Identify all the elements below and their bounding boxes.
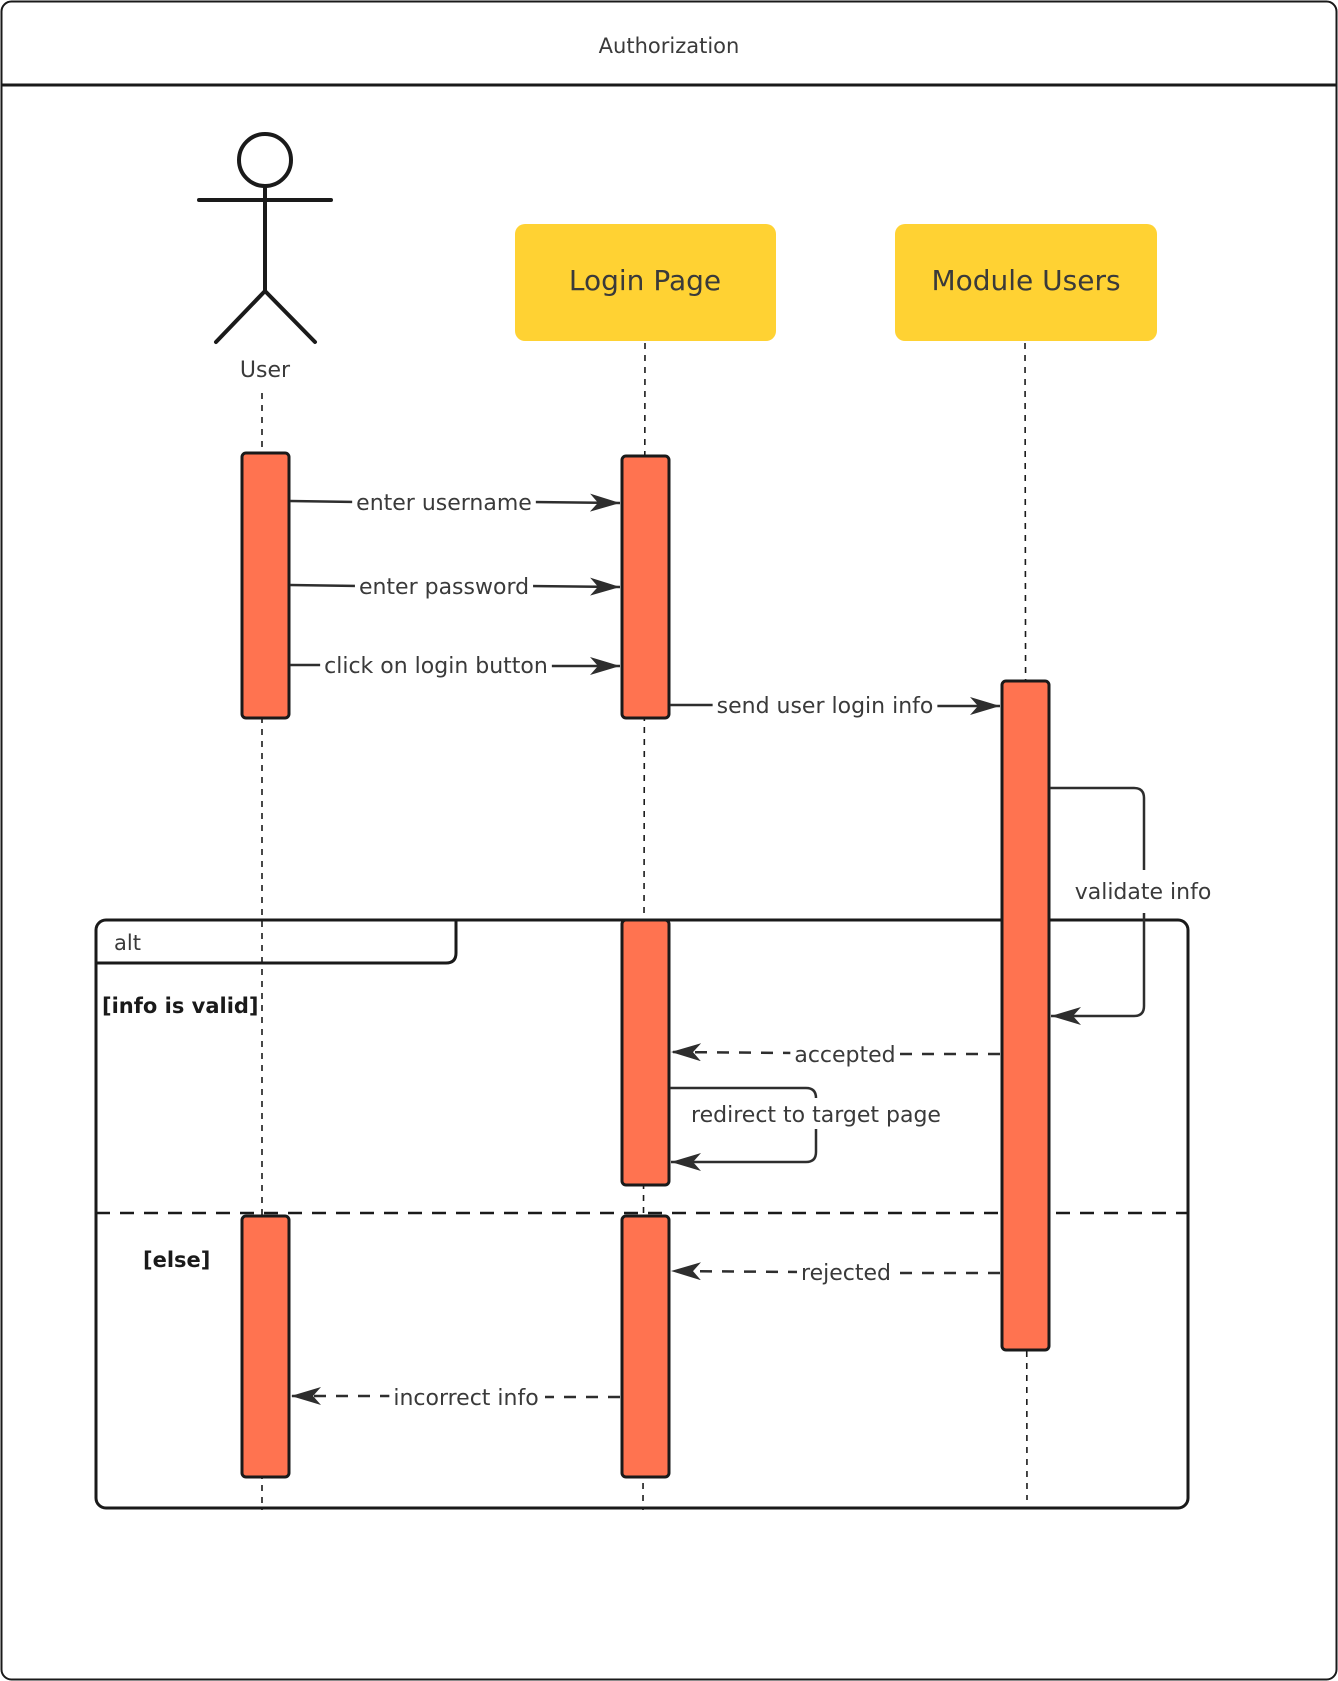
participant-module-users-label: Module Users xyxy=(931,264,1120,297)
message-redirect-label: redirect to target page xyxy=(691,1103,941,1128)
message-accepted: accepted xyxy=(670,1042,1000,1069)
message-rejected-label: rejected xyxy=(801,1261,891,1286)
message-incorrect-info-label: incorrect info xyxy=(393,1386,538,1411)
message-redirect: redirect to target page xyxy=(670,1086,945,1171)
activation-user-1 xyxy=(240,451,291,720)
stick-figure-icon xyxy=(197,132,333,344)
label-backing xyxy=(790,1042,900,1069)
alt-operator-label: alt xyxy=(114,931,141,955)
label-backing xyxy=(712,693,938,720)
message-enter-username: enter username xyxy=(289,490,621,517)
guard-else: [else] xyxy=(143,1248,210,1272)
label-backing xyxy=(687,1102,945,1129)
label-backing xyxy=(354,574,534,601)
participant-login-page: Login Page xyxy=(515,224,776,341)
message-rejected: rejected xyxy=(670,1260,1000,1287)
actor-user: User xyxy=(197,132,333,383)
message-validate-info: validate info xyxy=(1050,786,1216,1025)
activation-login-page-2 xyxy=(620,918,671,1187)
activations xyxy=(240,451,1051,1479)
label-backing xyxy=(1070,879,1216,906)
activation-user-2 xyxy=(240,1214,291,1479)
label-backing xyxy=(797,1260,895,1287)
participant-login-page-label: Login Page xyxy=(569,264,721,297)
participant-module-users: Module Users xyxy=(895,224,1157,341)
message-send-login-info-label: send user login info xyxy=(717,694,934,719)
activation-module-users xyxy=(1000,679,1051,1352)
actor-user-label: User xyxy=(240,358,291,383)
message-incorrect-info: incorrect info xyxy=(291,1385,620,1412)
activation-login-page-1 xyxy=(620,454,671,720)
label-backing xyxy=(389,1385,543,1412)
message-enter-password: enter password xyxy=(289,574,621,601)
label-backing xyxy=(352,490,536,517)
label-backing xyxy=(320,653,552,680)
messages: enter username enter password click on l… xyxy=(289,490,1216,1412)
message-enter-password-label: enter password xyxy=(359,575,529,600)
message-enter-username-label: enter username xyxy=(356,491,532,516)
alt-operator-tab xyxy=(96,920,458,965)
message-validate-info-label: validate info xyxy=(1075,880,1212,905)
diagram-title: Authorization xyxy=(599,34,740,58)
message-click-login-label: click on login button xyxy=(324,654,548,679)
message-send-login-info: send user login info xyxy=(670,693,1000,720)
activation-login-page-3 xyxy=(620,1214,671,1479)
guard-info-valid: [info is valid] xyxy=(102,994,259,1018)
message-click-login: click on login button xyxy=(290,653,620,680)
message-accepted-label: accepted xyxy=(794,1043,895,1068)
